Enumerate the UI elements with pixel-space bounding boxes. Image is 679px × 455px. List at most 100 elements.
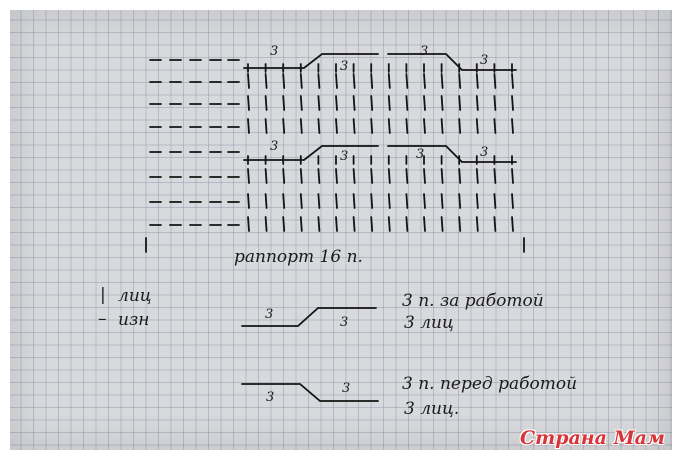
knit-stitch (335, 193, 338, 209)
knit-stitch (317, 95, 321, 111)
knit-stitch (440, 193, 444, 209)
knit-stitch (264, 193, 268, 209)
legend-cable-front-desc-2: 3 лиц. (404, 399, 459, 419)
knit-stitch (317, 216, 321, 232)
knit-stitch (370, 95, 374, 111)
knit-stitch (370, 168, 374, 184)
knit-stitch (511, 168, 514, 184)
graph-paper (10, 10, 672, 450)
knit-stitch (405, 118, 409, 134)
knit-stitch (387, 73, 391, 89)
legend-cable-front-desc-1: 3 п. перед работой (402, 374, 577, 394)
knit-stitch (458, 216, 462, 232)
legend-purl-text: изн (118, 310, 149, 330)
knit-stitch (423, 118, 426, 134)
knit-stitch (458, 193, 462, 209)
cable-stitch-count: 3 (340, 59, 348, 74)
knit-stitch (387, 168, 391, 184)
knit-stitch (405, 73, 409, 89)
knit-stitch (247, 168, 250, 184)
knit-stitch (458, 95, 462, 111)
knit-stitch (264, 216, 268, 232)
cable-stitch-count: 3 (420, 44, 428, 59)
knit-stitch (511, 118, 514, 134)
cable-stitch-count: 3 (270, 139, 278, 154)
knit-stitch (247, 95, 250, 111)
knit-stitch (511, 193, 514, 209)
knit-stitch (423, 193, 426, 209)
knit-stitch (299, 118, 303, 134)
legend-purl-symbol: – (98, 309, 107, 329)
legend-cable-front: 3 3 3 п. перед работой 3 лиц. (241, 374, 577, 419)
cable-crossings: 3 3 3 3 3 3 3 3 (243, 44, 517, 164)
knit-stitch (475, 193, 479, 209)
knit-stitch (387, 193, 391, 209)
knit-stitch (440, 168, 444, 184)
knit-stitch (458, 73, 462, 89)
knit-stitch (423, 168, 426, 184)
knit-stitch (493, 73, 497, 89)
knit-stitch (247, 73, 250, 89)
cable-stitch-count: 3 (340, 149, 348, 164)
knit-stitch (458, 118, 462, 134)
knit-stitch (493, 95, 497, 111)
knit-stitch (352, 193, 356, 209)
knit-stitch (440, 73, 444, 89)
knit-stitch (335, 168, 338, 184)
knit-stitch (370, 216, 374, 232)
knit-stitch (475, 95, 479, 111)
cable-stitch-count: 3 (416, 147, 424, 162)
legend-knit-text: лиц (118, 286, 152, 306)
knit-stitch (493, 118, 497, 134)
knit-stitch (282, 118, 286, 134)
knit-stitch (493, 168, 497, 184)
watermark-logo: Страна Мам (519, 427, 665, 449)
knit-stitch (282, 193, 286, 209)
knit-stitch (317, 73, 321, 89)
cable-back-cross-top (243, 53, 379, 69)
knit-stitch (282, 216, 286, 232)
knit-stitch (299, 216, 303, 232)
knit-stitch (475, 216, 479, 232)
knit-stitch (299, 193, 303, 209)
knit-stitch (299, 95, 303, 111)
knit-stitch (335, 95, 338, 111)
cable-front-cross-middle (387, 145, 517, 163)
knit-stitch (335, 73, 338, 89)
knit-stitch (335, 118, 338, 134)
cable-stitch-count: 3 (270, 44, 278, 59)
knit-stitch (247, 216, 250, 232)
knit-stitch (511, 95, 514, 111)
knit-stitch (440, 118, 444, 134)
knit-stitch (264, 118, 268, 134)
legend-cable-back-right-num: 3 (340, 315, 348, 330)
knit-stitch (264, 95, 268, 111)
knit-stitch (387, 95, 391, 111)
knit-stitch (247, 193, 250, 209)
cable-back-cross-middle (243, 145, 379, 161)
knit-stitch (370, 193, 374, 209)
knit-stitch (423, 95, 426, 111)
cable-stitch-count: 3 (480, 145, 488, 160)
knit-stitch (352, 168, 356, 184)
knit-stitch (299, 73, 303, 89)
knit-stitch (440, 216, 444, 232)
knit-stitch (335, 216, 338, 232)
knit-stitch (423, 73, 426, 89)
repeat-label: раппорт 16 п. (234, 247, 363, 267)
knit-stitch (282, 95, 286, 111)
knit-stitch (247, 118, 250, 134)
legend-cable-back-desc-2: 3 лиц (404, 313, 454, 333)
knit-stitch (475, 73, 479, 89)
knit-stitch (317, 118, 321, 134)
legend-cable-back: 3 3 3 п. за работой 3 лиц (241, 291, 544, 333)
knit-stitch (511, 216, 514, 232)
legend: | лиц – изн (98, 285, 152, 330)
knit-stitch (352, 216, 356, 232)
cable-stitch-count: 3 (480, 53, 488, 68)
knit-stitch (475, 118, 479, 134)
knit-stitch (493, 193, 497, 209)
legend-cable-back-left-num: 3 (265, 307, 273, 322)
